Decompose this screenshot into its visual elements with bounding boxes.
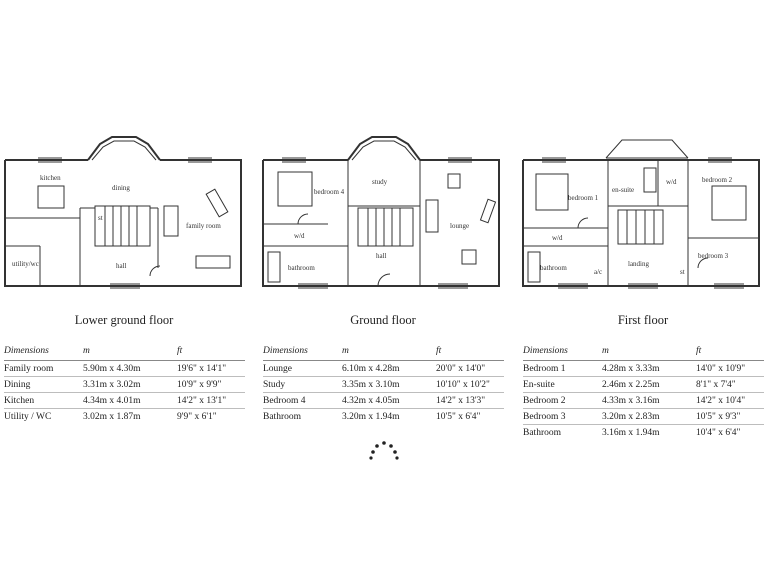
table-row: Family room 5.90m x 4.30m 19'6" x 14'1" <box>4 360 245 377</box>
room-label-lounge: lounge <box>450 222 469 230</box>
room-name: Bedroom 2 <box>523 392 602 409</box>
room-label-hall: hall <box>116 262 127 270</box>
table-row: Bedroom 4 4.32m x 4.05m 14'2" x 13'3" <box>263 392 504 409</box>
room-name: Bedroom 4 <box>263 392 342 409</box>
room-label-family-room: family room <box>186 222 221 230</box>
room-name: En-suite <box>523 376 602 393</box>
room-label-wd-1: w/d <box>552 234 563 242</box>
room-size-ft: 8'1" x 7'4" <box>696 376 764 393</box>
room-size-ft: 14'2" x 13'3" <box>436 392 504 409</box>
room-size-m: 2.46m x 2.25m <box>602 376 696 393</box>
room-label-hall: hall <box>376 252 387 260</box>
room-size-m: 4.33m x 3.16m <box>602 392 696 409</box>
room-size-ft: 10'5" x 9'3" <box>696 408 764 425</box>
room-label-study: study <box>372 178 388 186</box>
room-size-ft: 20'0" x 14'0" <box>436 360 504 377</box>
header-dimensions: Dimensions <box>523 344 602 361</box>
table-row: Bedroom 3 3.20m x 2.83m 10'5" x 9'3" <box>523 408 764 425</box>
header-metres: m <box>342 344 436 361</box>
table-row: Bedroom 1 4.28m x 3.33m 14'0" x 10'9" <box>523 360 764 377</box>
table-row: Dining 3.31m x 3.02m 10'9" x 9'9" <box>4 376 245 393</box>
room-size-m: 4.34m x 4.01m <box>83 392 177 409</box>
room-label-bathroom: bathroom <box>540 264 567 272</box>
room-size-m: 3.02m x 1.87m <box>83 408 177 424</box>
room-label-en-suite: en-suite <box>612 186 634 194</box>
room-label-bedroom-3: bedroom 3 <box>698 252 729 260</box>
room-label-ac: a/c <box>594 268 602 276</box>
ground-drawing: study bedroom 4 lounge w/d bathroom hall <box>262 136 500 289</box>
room-size-ft: 14'2" x 13'1" <box>177 392 245 409</box>
room-label-kitchen: kitchen <box>40 174 61 182</box>
table-header-row: Dimensions m ft <box>263 344 504 361</box>
floor-plan-first: bedroom 1 en-suite w/d bedroom 2 w/d bat… <box>518 128 768 298</box>
room-size-m: 4.28m x 3.33m <box>602 360 696 377</box>
header-metres: m <box>602 344 696 361</box>
header-dimensions: Dimensions <box>263 344 342 361</box>
room-name: Family room <box>4 360 83 377</box>
table-row: Bathroom 3.16m x 1.94m 10'4" x 6'4" <box>523 424 764 440</box>
header-feet: ft <box>696 344 764 361</box>
table-header-row: Dimensions m ft <box>523 344 764 361</box>
room-label-bedroom-4: bedroom 4 <box>314 188 345 196</box>
room-name: Kitchen <box>4 392 83 409</box>
room-name: Bathroom <box>263 408 342 424</box>
floor-plan-ground: study bedroom 4 lounge w/d bathroom hall <box>258 128 508 298</box>
room-name: Dining <box>4 376 83 393</box>
room-name: Bedroom 3 <box>523 408 602 425</box>
floor-title-ground: Ground floor <box>350 313 416 327</box>
room-label-landing: landing <box>628 260 649 268</box>
table-row: Kitchen 4.34m x 4.01m 14'2" x 13'1" <box>4 392 245 409</box>
room-label-wd-2: w/d <box>666 178 677 186</box>
room-label-bathroom: bathroom <box>288 264 315 272</box>
room-size-ft: 9'9" x 6'1" <box>177 408 245 424</box>
room-label-wd: w/d <box>294 232 305 240</box>
room-size-m: 3.35m x 3.10m <box>342 376 436 393</box>
room-size-m: 4.32m x 4.05m <box>342 392 436 409</box>
room-size-m: 3.31m x 3.02m <box>83 376 177 393</box>
room-size-ft: 10'9" x 9'9" <box>177 376 245 393</box>
room-name: Bathroom <box>523 424 602 440</box>
room-label-bedroom-2: bedroom 2 <box>702 176 733 184</box>
table-row: Lounge 6.10m x 4.28m 20'0" x 14'0" <box>263 360 504 377</box>
room-size-ft: 14'0" x 10'9" <box>696 360 764 377</box>
room-size-ft: 10'5" x 6'4" <box>436 408 504 424</box>
room-size-m: 3.20m x 1.94m <box>342 408 436 424</box>
floor-title-lower-ground: Lower ground floor <box>74 313 174 327</box>
floor-plan-lower-ground: kitchen dining family room utility/wc ha… <box>0 128 250 298</box>
room-name: Bedroom 1 <box>523 360 602 377</box>
room-name: Utility / WC <box>4 408 83 424</box>
lower-ground-drawing: kitchen dining family room utility/wc ha… <box>4 136 242 289</box>
room-label-store: st <box>98 214 103 222</box>
room-label-store: st <box>680 268 685 276</box>
room-size-m: 6.10m x 4.28m <box>342 360 436 377</box>
table-row: Study 3.35m x 3.10m 10'10" x 10'2" <box>263 376 504 393</box>
room-size-ft: 19'6" x 14'1" <box>177 360 245 377</box>
room-label-utility: utility/wc <box>12 260 39 268</box>
table-header-row: Dimensions m ft <box>4 344 245 361</box>
loading-spinner-icon <box>369 441 399 460</box>
table-row: En-suite 2.46m x 2.25m 8'1" x 7'4" <box>523 376 764 393</box>
room-size-ft: 10'4" x 6'4" <box>696 424 764 440</box>
header-dimensions: Dimensions <box>4 344 83 361</box>
table-row: Utility / WC 3.02m x 1.87m 9'9" x 6'1" <box>4 408 245 424</box>
header-feet: ft <box>177 344 245 361</box>
dimensions-table-first: Dimensions m ft Bedroom 1 4.28m x 3.33m … <box>523 344 764 440</box>
room-size-ft: 14'2" x 10'4" <box>696 392 764 409</box>
room-name: Study <box>263 376 342 393</box>
header-feet: ft <box>436 344 504 361</box>
room-size-m: 3.20m x 2.83m <box>602 408 696 425</box>
room-size-m: 5.90m x 4.30m <box>83 360 177 377</box>
room-name: Lounge <box>263 360 342 377</box>
table-row: Bedroom 2 4.33m x 3.16m 14'2" x 10'4" <box>523 392 764 409</box>
dimensions-table-ground: Dimensions m ft Lounge 6.10m x 4.28m 20'… <box>263 344 504 424</box>
dimensions-table-lower-ground: Dimensions m ft Family room 5.90m x 4.30… <box>4 344 245 424</box>
room-size-m: 3.16m x 1.94m <box>602 424 696 440</box>
floor-title-first: First floor <box>617 313 669 327</box>
header-metres: m <box>83 344 177 361</box>
first-drawing: bedroom 1 en-suite w/d bedroom 2 w/d bat… <box>522 139 760 289</box>
room-label-dining: dining <box>112 184 130 192</box>
room-label-bedroom-1: bedroom 1 <box>568 194 599 202</box>
table-row: Bathroom 3.20m x 1.94m 10'5" x 6'4" <box>263 408 504 424</box>
room-size-ft: 10'10" x 10'2" <box>436 376 504 393</box>
